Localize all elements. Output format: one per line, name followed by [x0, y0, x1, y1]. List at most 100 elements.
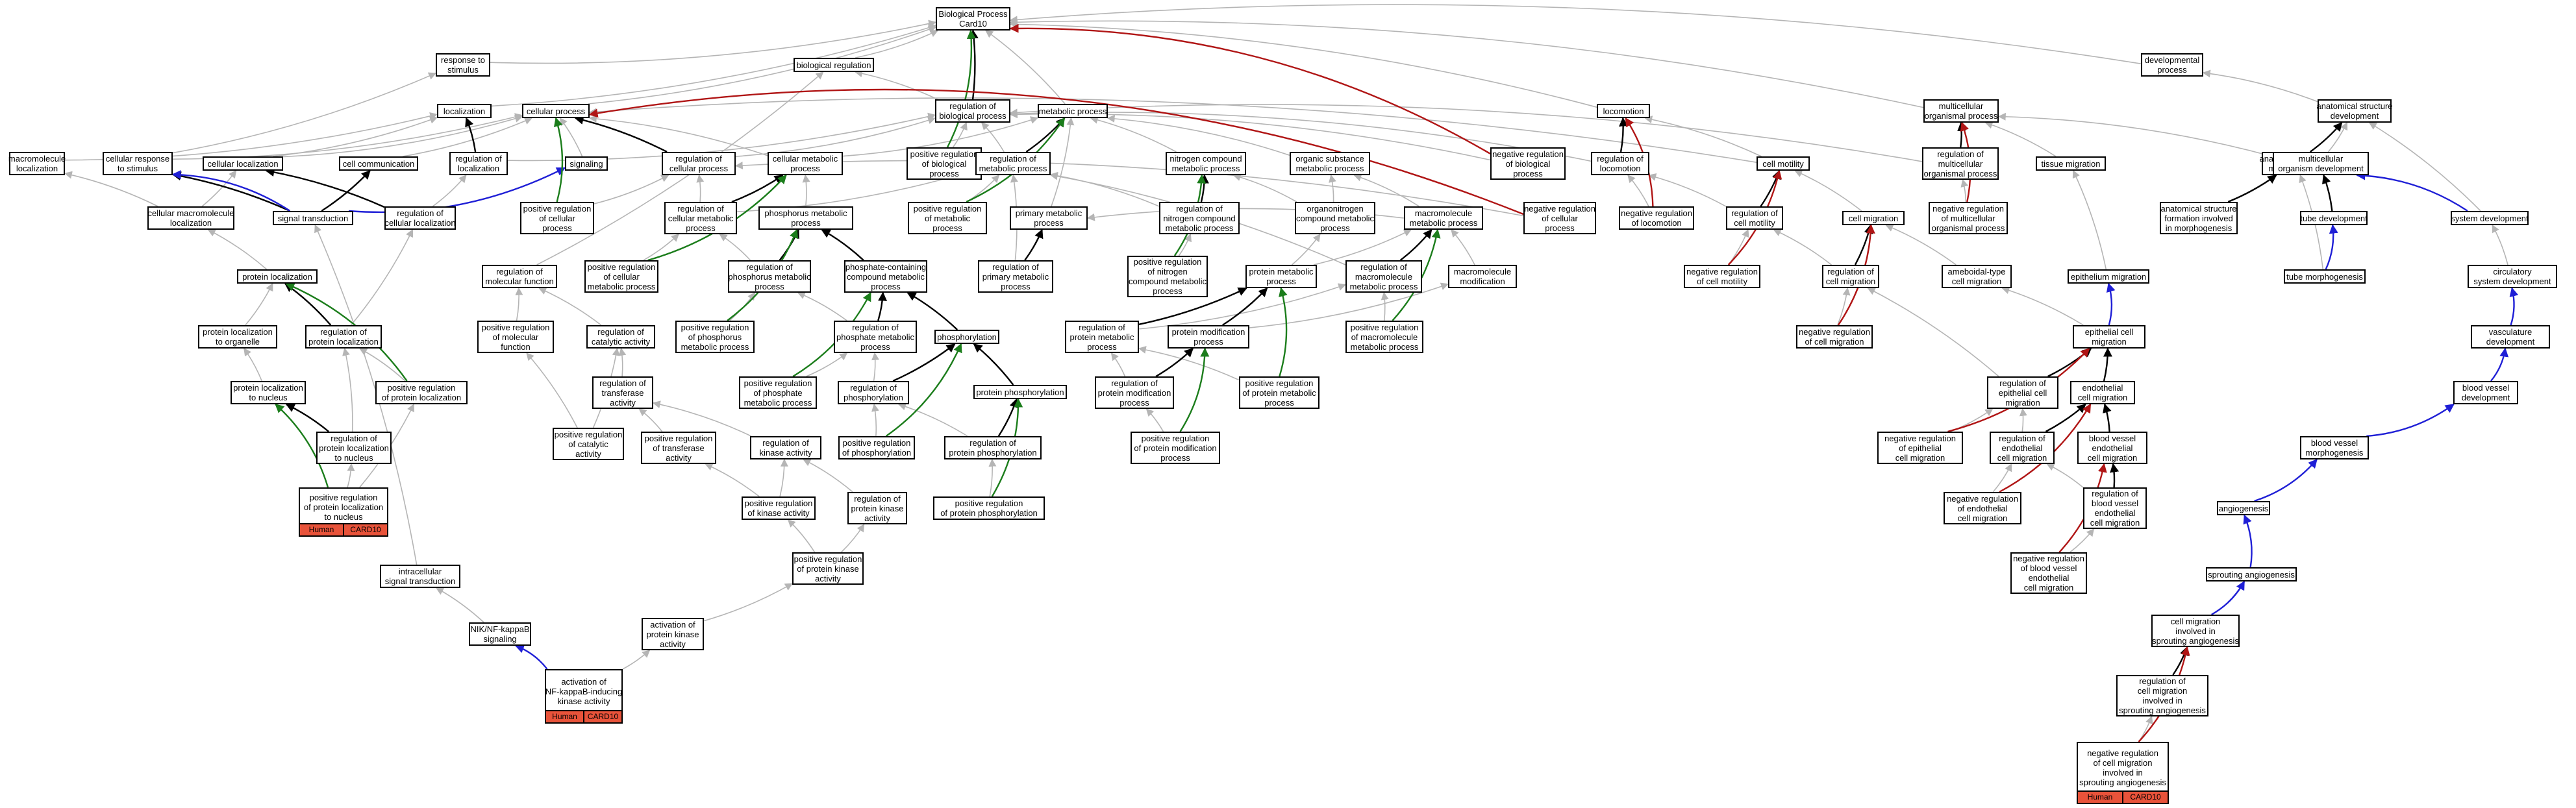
- go-term-node[interactable]: negative regulation of cellular process: [1523, 202, 1596, 234]
- go-term-node[interactable]: positive regulation of protein phosphory…: [933, 496, 1045, 520]
- go-term-node[interactable]: negative regulation of locomotion: [1619, 206, 1694, 230]
- go-term-node[interactable]: regulation of protein phosphorylation: [944, 436, 1042, 459]
- go-term-node[interactable]: negative regulation of endothelial cell …: [1944, 492, 2021, 524]
- go-term-node[interactable]: positive regulation of phosphorylation: [838, 436, 915, 459]
- go-term-node[interactable]: metabolic process: [1038, 104, 1108, 118]
- go-term-node[interactable]: response to stimulus: [436, 53, 490, 77]
- go-term-node[interactable]: macromolecule modification: [1448, 265, 1517, 288]
- go-term-node[interactable]: regulation of phosphorus metabolic proce…: [728, 260, 811, 293]
- go-term-node[interactable]: signaling: [565, 156, 608, 171]
- go-term-node[interactable]: regulation of cell motility: [1726, 206, 1783, 230]
- go-term-node[interactable]: regulation of protein localization: [305, 325, 382, 349]
- go-term-node[interactable]: regulation of protein modification proce…: [1095, 376, 1174, 409]
- go-term-node[interactable]: negative regulation of cell migration in…: [2077, 742, 2169, 804]
- go-term-node[interactable]: tissue migration: [2036, 156, 2106, 171]
- go-term-node[interactable]: tube morphogenesis: [2284, 269, 2366, 284]
- go-term-node[interactable]: NIK/NF-kappaB signaling: [469, 622, 531, 646]
- go-term-node[interactable]: cell migration: [1842, 211, 1905, 225]
- go-term-node[interactable]: regulation of catalytic activity: [586, 325, 655, 349]
- go-term-node[interactable]: ameboidal-type cell migration: [1942, 265, 2012, 288]
- go-term-node[interactable]: positive regulation of catalytic activit…: [553, 428, 624, 460]
- go-term-node[interactable]: negative regulation of cell migration: [1796, 325, 1873, 349]
- go-term-node[interactable]: macromolecule localization: [8, 152, 66, 175]
- go-term-node[interactable]: negative regulation of biological proces…: [1490, 147, 1566, 180]
- go-term-node[interactable]: negative regulation of blood vessel endo…: [2010, 552, 2087, 594]
- go-term-node[interactable]: locomotion: [1597, 104, 1650, 118]
- go-term-node[interactable]: nitrogen compound metabolic process: [1166, 152, 1246, 175]
- go-term-node[interactable]: regulation of cell migration: [1822, 265, 1879, 288]
- go-term-node[interactable]: protein phosphorylation: [973, 385, 1067, 399]
- go-term-node[interactable]: organic substance metabolic process: [1290, 152, 1370, 175]
- go-term-node[interactable]: negative regulation of cell motility: [1684, 265, 1760, 288]
- go-term-node[interactable]: phosphate-containing compound metabolic …: [844, 260, 927, 293]
- go-term-node[interactable]: primary metabolic process: [1010, 206, 1088, 230]
- go-term-node[interactable]: regulation of endothelial cell migration: [1990, 432, 2055, 464]
- go-term-node[interactable]: positive regulation of phosphorus metabo…: [675, 321, 755, 353]
- go-term-node[interactable]: epithelial cell migration: [2073, 325, 2145, 349]
- go-term-node[interactable]: regulation of epithelial cell migration: [1987, 376, 2058, 409]
- go-term-node[interactable]: organonitrogen compound metabolic proces…: [1295, 202, 1375, 234]
- go-term-node[interactable]: circulatory system development: [2468, 265, 2557, 288]
- go-term-node[interactable]: cellular process: [522, 104, 590, 118]
- go-term-node[interactable]: positive regulation of cellular process: [520, 202, 594, 234]
- go-term-node[interactable]: regulation of protein metabolic process: [1065, 321, 1139, 353]
- go-term-node[interactable]: cellular metabolic process: [768, 152, 843, 175]
- go-term-node[interactable]: regulation of kinase activity: [750, 436, 821, 459]
- go-term-node[interactable]: regulation of protein localization to nu…: [316, 432, 392, 464]
- go-term-node[interactable]: blood vessel morphogenesis: [2300, 436, 2369, 459]
- go-term-node[interactable]: anatomical structure development: [2316, 99, 2393, 123]
- go-term-node[interactable]: developmental process: [2141, 53, 2203, 77]
- go-term-node[interactable]: positive regulation of protein localizat…: [375, 381, 468, 404]
- go-term-node[interactable]: protein localization: [237, 269, 318, 284]
- go-term-node[interactable]: regulation of cell migration involved in…: [2116, 675, 2208, 716]
- go-term-node[interactable]: regulation of phosphate metabolic proces…: [834, 321, 917, 353]
- go-term-node[interactable]: cellular localization: [203, 156, 283, 171]
- go-term-node[interactable]: cell migration involved in sprouting ang…: [2151, 615, 2240, 647]
- go-term-node[interactable]: regulation of primary metabolic process: [978, 260, 1053, 293]
- go-term-node[interactable]: cellular response to stimulus: [103, 152, 173, 175]
- go-term-node[interactable]: regulation of nitrogen compound metaboli…: [1159, 202, 1240, 234]
- go-term-node[interactable]: intracellular signal transduction: [380, 565, 460, 588]
- go-term-node[interactable]: regulation of cellular process: [662, 152, 736, 175]
- go-term-node[interactable]: tube development: [2300, 211, 2368, 225]
- go-term-node[interactable]: regulation of biological process: [935, 99, 1010, 123]
- go-term-node[interactable]: regulation of blood vessel endothelial c…: [2083, 487, 2147, 529]
- go-term-node[interactable]: protein metabolic process: [1245, 265, 1317, 288]
- go-term-node[interactable]: angiogenesis: [2217, 501, 2270, 515]
- go-term-node[interactable]: positive regulation of kinase activity: [742, 496, 816, 520]
- go-term-node[interactable]: blood vessel endothelial cell migration: [2077, 432, 2147, 464]
- go-term-node[interactable]: positive regulation of macromolecule met…: [1345, 321, 1423, 353]
- go-term-node[interactable]: cell communication: [339, 156, 418, 171]
- go-term-node[interactable]: regulation of transferase activity: [592, 376, 653, 409]
- go-term-node[interactable]: cell motility: [1757, 156, 1810, 171]
- go-term-node[interactable]: cellular macromolecule localization: [147, 206, 234, 230]
- go-term-node[interactable]: positive regulation of protein kinase ac…: [792, 552, 864, 585]
- go-term-node[interactable]: regulation of metabolic process: [975, 152, 1051, 175]
- go-term-node[interactable]: positive regulation of protein metabolic…: [1239, 376, 1319, 409]
- go-term-node[interactable]: epithelium migration: [2068, 269, 2149, 284]
- go-term-node[interactable]: endothelial cell migration: [2070, 381, 2135, 404]
- go-term-node[interactable]: positive regulation of protein localizat…: [299, 487, 388, 537]
- go-term-node[interactable]: activation of NF-kappaB-inducing kinase …: [545, 669, 623, 724]
- go-term-node[interactable]: Biological Process Card10: [936, 7, 1010, 31]
- go-term-node[interactable]: phosphorus metabolic process: [758, 206, 853, 230]
- go-term-node[interactable]: protein localization to organelle: [198, 325, 277, 349]
- go-term-node[interactable]: regulation of locomotion: [1591, 152, 1649, 175]
- go-term-node[interactable]: anatomical structure formation involved …: [2160, 202, 2238, 234]
- go-term-node[interactable]: regulation of multicellular organismal p…: [1922, 147, 1999, 180]
- go-term-node[interactable]: regulation of macromolecule metabolic pr…: [1345, 260, 1422, 293]
- go-term-node[interactable]: regulation of phosphorylation: [838, 381, 909, 404]
- go-term-node[interactable]: macromolecule metabolic process: [1404, 206, 1483, 230]
- go-term-node[interactable]: regulation of cellular localization: [384, 206, 456, 230]
- go-term-node[interactable]: system development: [2451, 211, 2529, 225]
- go-term-node[interactable]: positive regulation of molecular functio…: [477, 321, 554, 353]
- go-term-node[interactable]: multicellular organism development: [2273, 152, 2369, 175]
- go-term-node[interactable]: positive regulation of cellular metaboli…: [584, 260, 658, 293]
- go-term-node[interactable]: positive regulation of biological proces…: [907, 147, 982, 180]
- go-term-node[interactable]: negative regulation of epithelial cell m…: [1877, 432, 1963, 464]
- go-term-node[interactable]: protein modification process: [1168, 325, 1249, 349]
- go-term-node[interactable]: protein localization to nucleus: [231, 381, 306, 404]
- go-term-node[interactable]: positive regulation of protein modificat…: [1131, 432, 1220, 464]
- go-term-node[interactable]: regulation of molecular function: [482, 265, 557, 288]
- go-term-node[interactable]: sprouting angiogenesis: [2206, 567, 2297, 582]
